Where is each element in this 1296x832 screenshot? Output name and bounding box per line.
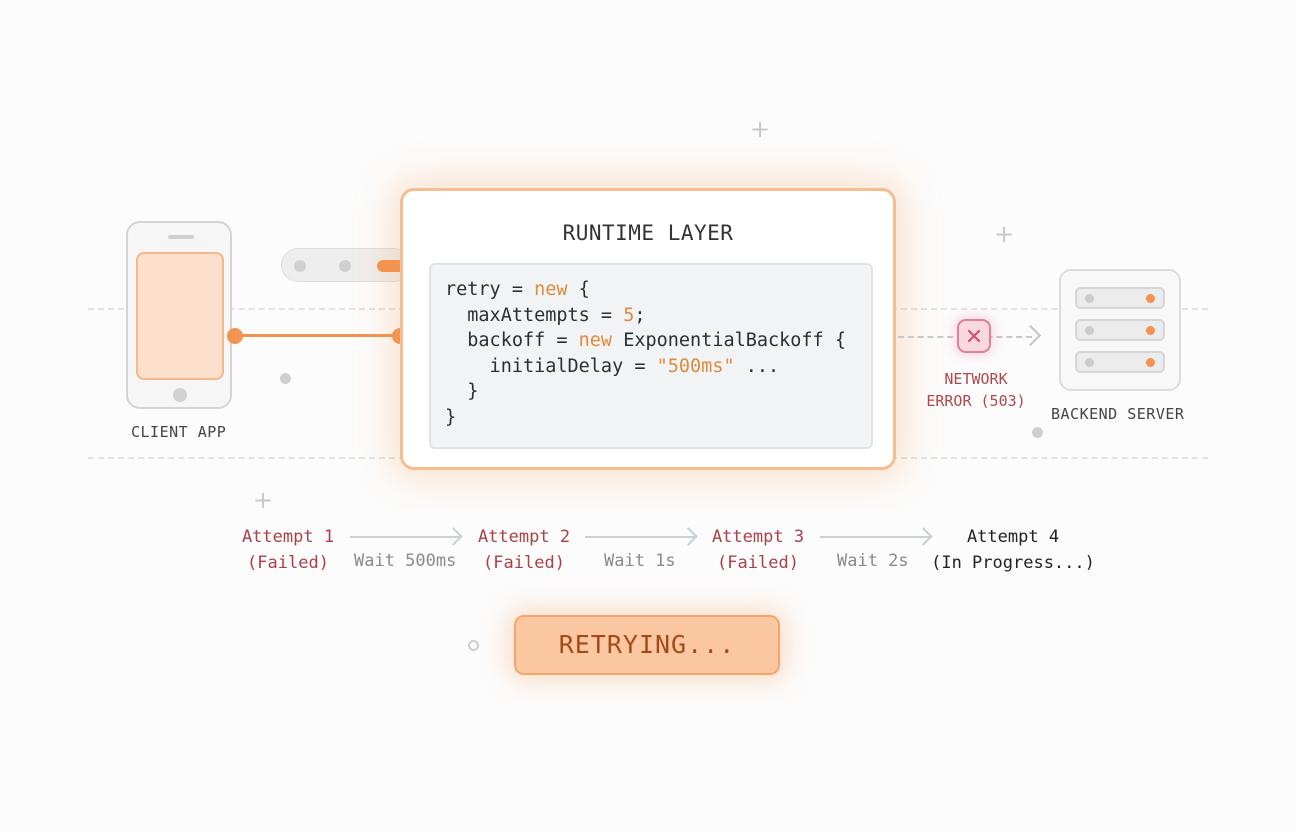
phone-screen bbox=[136, 252, 224, 380]
server-rack bbox=[1075, 287, 1165, 309]
backend-server-icon bbox=[1059, 269, 1181, 391]
code-text: ExponentialBackoff { bbox=[612, 330, 846, 351]
code-block: retry = new { maxAttempts = 5; backoff =… bbox=[429, 263, 873, 449]
arrow-head-icon bbox=[1019, 324, 1042, 347]
attempt-title: Attempt 3 bbox=[711, 527, 805, 547]
attempt-title: Attempt 1 bbox=[241, 527, 335, 547]
code-keyword: 5 bbox=[623, 304, 635, 326]
wait-label: Wait 2s bbox=[837, 551, 909, 571]
decor-ring bbox=[468, 640, 479, 651]
attempt-4: Attempt 4 (In Progress...) bbox=[925, 524, 1101, 576]
phone-home-button bbox=[173, 388, 187, 402]
plus-icon: + bbox=[994, 220, 1015, 248]
server-rack bbox=[1075, 351, 1165, 373]
timeline-arrow bbox=[820, 536, 930, 538]
attempt-status: (Failed) bbox=[483, 553, 565, 573]
decor-dot bbox=[280, 373, 291, 384]
timeline-arrow bbox=[350, 536, 460, 538]
code-text: ; bbox=[634, 304, 646, 326]
attempt-3: Attempt 3 (Failed) bbox=[700, 524, 816, 576]
code-text: { bbox=[567, 279, 590, 300]
runtime-layer-panel: RUNTIME LAYER retry = new { maxAttempts … bbox=[400, 188, 896, 470]
wait-label: Wait 1s bbox=[604, 551, 676, 571]
attempt-status: (Failed) bbox=[717, 553, 799, 573]
code-text: } bbox=[445, 406, 457, 428]
code-line: } bbox=[445, 381, 478, 402]
attempt-title: Attempt 4 bbox=[966, 527, 1060, 547]
code-line: } bbox=[445, 407, 456, 428]
attempt-1: Attempt 1 (Failed) bbox=[230, 524, 346, 576]
connector-node-left bbox=[227, 328, 243, 344]
code-keyword: new bbox=[578, 330, 613, 351]
server-rack bbox=[1075, 319, 1165, 341]
code-line: initialDelay = "500ms" ... bbox=[445, 355, 780, 377]
plus-icon: + bbox=[253, 486, 274, 514]
plus-icon: + bbox=[750, 115, 771, 143]
attempt-2: Attempt 2 (Failed) bbox=[466, 524, 582, 576]
attempt-title: Attempt 2 bbox=[477, 527, 571, 547]
error-line-1: NETWORK bbox=[944, 370, 1008, 388]
phone-speaker bbox=[168, 235, 194, 239]
pill-active-segment bbox=[377, 260, 407, 272]
backend-server-label: BACKEND SERVER bbox=[1051, 405, 1185, 423]
code-text: backoff = bbox=[445, 330, 579, 351]
code-text: initialDelay = bbox=[445, 355, 657, 377]
attempt-status: (Failed) bbox=[247, 553, 329, 573]
decor-dot bbox=[1032, 427, 1043, 438]
pill-dot bbox=[294, 260, 306, 272]
retrying-status: RETRYING... bbox=[514, 615, 780, 675]
progress-pill bbox=[281, 248, 411, 282]
code-keyword: "500ms" bbox=[656, 355, 735, 377]
code-line: retry = new { bbox=[445, 279, 590, 300]
code-keyword: new bbox=[534, 279, 568, 300]
network-error-label: NETWORK ERROR (503) bbox=[918, 368, 1034, 412]
code-text: ... bbox=[734, 355, 780, 377]
code-text: retry = bbox=[445, 279, 535, 300]
attempt-status: (In Progress...) bbox=[931, 553, 1095, 573]
client-runtime-connector bbox=[234, 334, 400, 337]
code-line: backoff = new ExponentialBackoff { bbox=[445, 330, 846, 351]
timeline-arrow bbox=[585, 536, 695, 538]
wait-label: Wait 500ms bbox=[354, 551, 457, 571]
pill-dot bbox=[339, 260, 351, 272]
client-phone-icon bbox=[126, 221, 232, 409]
error-x-icon bbox=[957, 319, 991, 353]
client-app-label: CLIENT APP bbox=[131, 423, 227, 441]
error-line-2: ERROR (503) bbox=[926, 392, 1026, 410]
code-line: maxAttempts = 5; bbox=[445, 304, 646, 326]
code-text: } bbox=[445, 381, 479, 402]
runtime-title: RUNTIME LAYER bbox=[562, 221, 734, 245]
code-text: maxAttempts = bbox=[445, 304, 624, 326]
